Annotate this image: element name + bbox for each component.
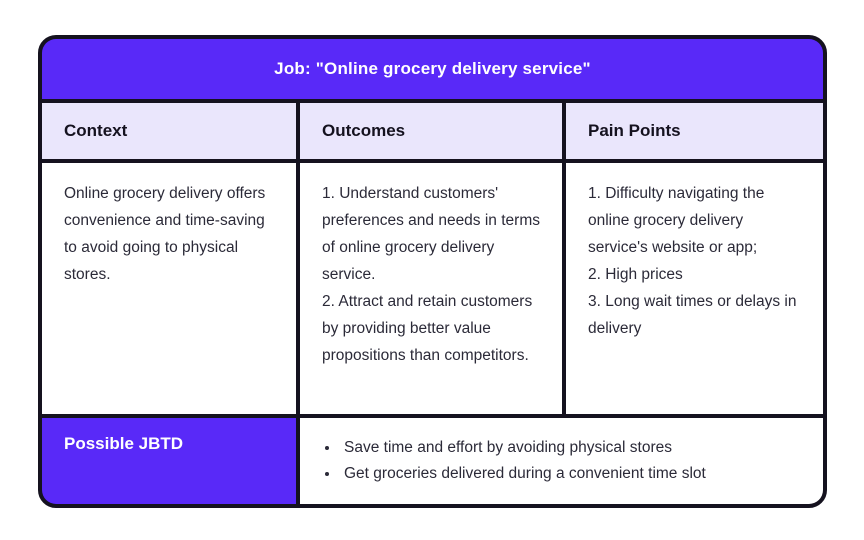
outcomes-item: 2. Attract and retain customers by provi… <box>322 293 533 364</box>
jbtd-bullet-item: Save time and effort by avoiding physica… <box>340 435 706 461</box>
context-header-label: Context <box>64 121 128 140</box>
outcomes-item: 1. Understand customers' preferences and… <box>322 185 540 283</box>
context-text: Online grocery delivery offers convenien… <box>64 185 266 283</box>
pain-points-header-label: Pain Points <box>588 121 681 140</box>
jtbd-table-card: Job: "Online grocery delivery service" C… <box>38 35 827 508</box>
pain-points-item: 2. High prices <box>588 266 683 283</box>
possible-jbtd-cell: Possible JBTD <box>42 418 296 504</box>
job-title-bar: Job: "Online grocery delivery service" <box>42 39 823 99</box>
context-body-cell: Online grocery delivery offers convenien… <box>42 163 296 414</box>
column-header-context: Context <box>42 103 296 159</box>
jbtd-bullet-item: Get groceries delivered during a conveni… <box>340 461 706 487</box>
pain-points-body-cell: 1. Difficulty navigating the online groc… <box>566 163 823 414</box>
outcomes-header-label: Outcomes <box>322 121 406 140</box>
column-header-outcomes: Outcomes <box>300 103 562 159</box>
column-header-pain-points: Pain Points <box>566 103 823 159</box>
pain-points-item: 3. Long wait times or delays in delivery <box>588 293 797 337</box>
outcomes-body-cell: 1. Understand customers' preferences and… <box>300 163 562 414</box>
jbtd-bullet-list: Save time and effort by avoiding physica… <box>322 435 706 487</box>
job-title: Job: "Online grocery delivery service" <box>274 59 591 78</box>
jbtd-bullets-cell: Save time and effort by avoiding physica… <box>300 418 823 504</box>
possible-jbtd-label: Possible JBTD <box>64 434 184 453</box>
pain-points-item: 1. Difficulty navigating the online groc… <box>588 185 765 256</box>
